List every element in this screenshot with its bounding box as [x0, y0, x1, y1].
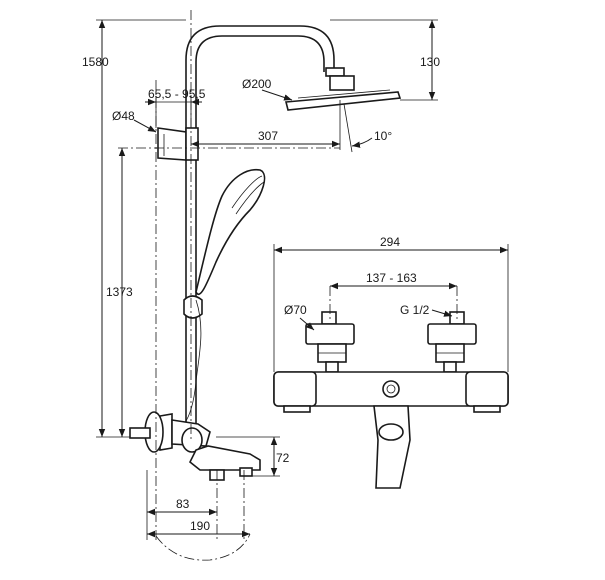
mixer-side-spout: [188, 445, 261, 471]
dim-outlet-height: 1373: [106, 148, 133, 437]
hand-shower-face: [231, 175, 265, 215]
head-diameter-label: Ø200: [242, 77, 272, 91]
dim-spout-projection: 190: [147, 519, 250, 538]
head-drop-label: 130: [420, 55, 440, 69]
diverter-outlet: [382, 380, 400, 398]
dim-head-drop: 130: [330, 19, 440, 101]
dim-head-diameter: Ø200: [242, 77, 293, 101]
mixer-front-spout: [373, 405, 411, 489]
left-inlet-flange: [305, 323, 355, 345]
bracket-distance-label: 65,5 - 95,5: [148, 87, 206, 101]
thread-label: G 1/2: [400, 303, 430, 317]
hand-shower: [195, 168, 266, 295]
shower-column-side-view: [118, 10, 402, 561]
hand-shower-holder: [183, 295, 203, 319]
wall-bracket: [157, 127, 187, 161]
spout-projection-label: 190: [190, 519, 210, 533]
left-handle: [273, 371, 317, 407]
left-inlet-thread: [321, 311, 337, 325]
head-tilt-label: 10°: [374, 129, 392, 143]
shower-hose: [183, 299, 202, 425]
inlet-spacing-label: 137 - 163: [366, 271, 417, 285]
outlet-height-label: 1373: [106, 285, 133, 299]
head-connector: [325, 67, 345, 77]
dim-spout-height: 72: [216, 436, 290, 477]
total-height-label: 1580: [82, 55, 109, 69]
dim-bracket-distance: 65,5 - 95,5: [145, 87, 206, 128]
dim-body-diameter: Ø70: [284, 303, 315, 331]
spout-swing-arc: [155, 533, 251, 561]
arm-reach-label: 307: [258, 129, 278, 143]
riser-pipe: [185, 25, 335, 432]
right-inlet-flange: [427, 323, 477, 345]
shower-head: [284, 91, 402, 111]
spout-offset-label: 83: [176, 497, 190, 511]
wall-inlet: [129, 427, 151, 439]
right-handle: [465, 371, 509, 407]
bar-diameter-label: Ø48: [112, 109, 135, 123]
dim-thread: G 1/2: [400, 303, 453, 317]
spout-diverter: [378, 423, 404, 441]
mixer-width-label: 294: [380, 235, 400, 249]
spout-height-label: 72: [276, 451, 290, 465]
dim-bar-diameter: Ø48: [112, 109, 157, 133]
head-nut: [329, 75, 355, 91]
dim-total-height: 1580: [82, 19, 186, 438]
dim-mixer-width: 294: [273, 235, 509, 372]
mixer-front-view: [273, 286, 509, 489]
body-diameter-label: Ø70: [284, 303, 307, 317]
dim-head-tilt: 10°: [343, 103, 392, 153]
dim-inlet-spacing: 137 - 163: [330, 271, 457, 290]
dim-arm-reach: 307: [191, 100, 341, 150]
dim-spout-offset: 83: [146, 470, 217, 540]
